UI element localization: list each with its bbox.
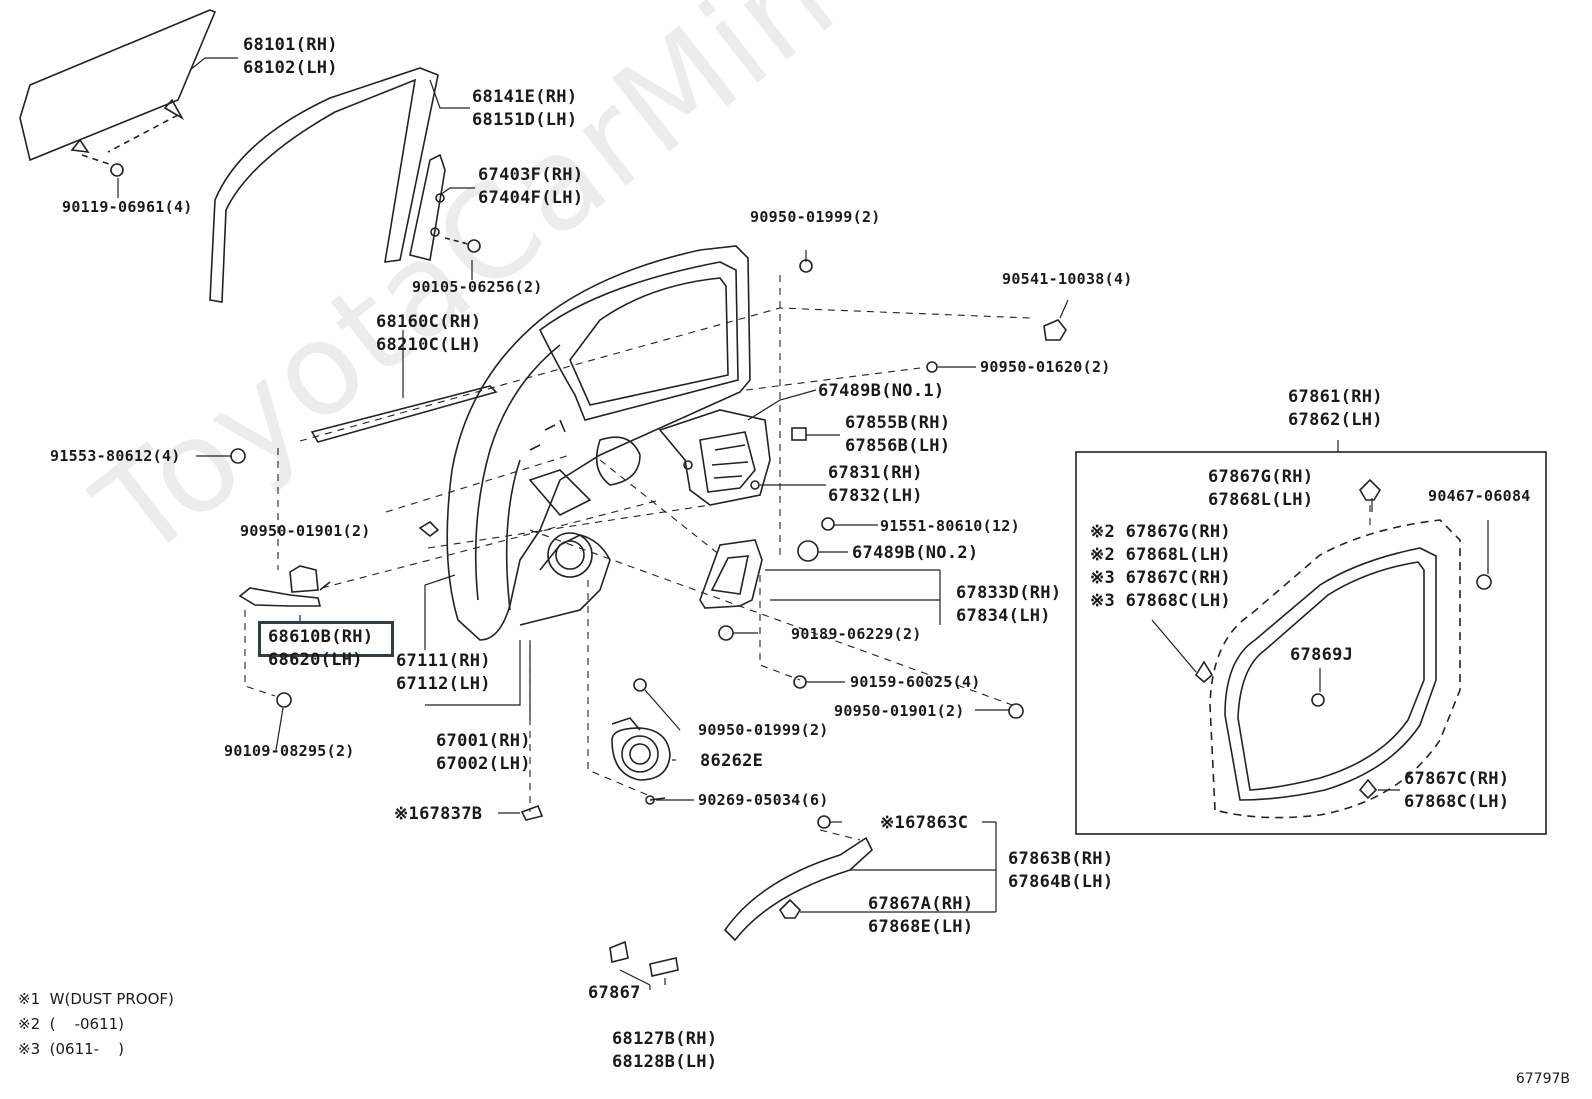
label-67403f: 67403F(RH)67404F(LH) [478, 165, 584, 208]
label-67111: 67111(RH)67112(LH) [396, 651, 491, 694]
label-68141e: 68141E(RH)68151D(LH) [472, 87, 578, 130]
label-90950-01999-bottom: 90950-01999(2) [698, 721, 829, 739]
label-67855b: 67855B(RH)67856B(LH) [845, 413, 951, 456]
label-90950-01620: 90950-01620(2) [980, 358, 1111, 376]
label-68127b: 68127B(RH)68128B(LH) [612, 1029, 718, 1072]
label-90950-01901-right: 90950-01901(2) [834, 702, 965, 720]
label-67001: 67001(RH)67002(LH) [436, 731, 531, 774]
label-67861: 67861(RH)67862(LH) [1288, 387, 1383, 430]
inside-handle [699, 539, 763, 609]
highlight-68610b [258, 621, 394, 657]
label-90189: 90189-06229(2) [791, 625, 922, 643]
bolt-90105 [467, 239, 481, 253]
weatherstrip-box [1075, 451, 1547, 835]
speaker [611, 727, 671, 781]
label-67489b-no2: 67489B(NO.2) [852, 543, 979, 563]
label-67831: 67831(RH)67832(LH) [828, 463, 923, 506]
door-lock [658, 409, 771, 506]
label-90467: 90467-06084 [1428, 487, 1531, 505]
door-check [238, 587, 322, 607]
label-68101: 68101(RH)68102(LH) [243, 35, 338, 78]
label-67867c: 67867C(RH)67868C(LH) [1404, 769, 1510, 812]
footnotes: ※1 W(DUST PROOF)※2 ( -0611)※3 (0611- ) [18, 990, 174, 1058]
label-67489b-no1: 67489B(NO.1) [818, 381, 945, 401]
belt-moulding [310, 385, 498, 443]
label-67837b: ※167837B [394, 804, 483, 824]
label-67869j: 67869J [1290, 645, 1354, 665]
label-67833d: 67833D(RH)67834(LH) [956, 583, 1062, 626]
lower-weatherstrip [723, 836, 873, 942]
label-90269: 90269-05034(6) [698, 791, 829, 809]
label-90105: 90105-06256(2) [412, 278, 543, 296]
label-68610b[interactable]: 68610B(RH)68620(LH) [268, 627, 374, 670]
door-glass [19, 9, 217, 162]
label-67867a: 67867A(RH)67868E(LH) [868, 894, 974, 937]
label-67863c: ※167863C [880, 813, 969, 833]
label-90159: 90159-60025(4) [850, 673, 981, 691]
label-90950-01999-top: 90950-01999(2) [750, 208, 881, 226]
label-variant-list: ※2 67867G(RH)※2 67868L(LH)※3 67867C(RH)※… [1090, 522, 1231, 611]
label-90541: 90541-10038(4) [1002, 270, 1133, 288]
label-90950-01901-left: 90950-01901(2) [240, 522, 371, 540]
door-panel [446, 245, 751, 641]
glass-run [209, 67, 439, 303]
label-68160c: 68160C(RH)68210C(LH) [376, 312, 482, 355]
label-67867g: 67867G(RH)67868L(LH) [1208, 467, 1314, 510]
label-86262e: 86262E [700, 751, 764, 771]
division-bar [409, 153, 446, 261]
label-91551: 91551-80610(12) [880, 517, 1020, 535]
clip-67867a [778, 898, 802, 919]
label-90109: 90109-08295(2) [224, 742, 355, 760]
label-67863b: 67863B(RH)67864B(LH) [1008, 849, 1114, 892]
label-90119: 90119-06961(4) [62, 198, 193, 216]
label-91553: 91553-80612(4) [50, 447, 181, 465]
label-67867: 67867 [588, 983, 641, 1003]
bolt-90119 [110, 163, 124, 177]
bolt-90109 [276, 692, 292, 708]
figure-number: 67797B [1515, 1071, 1570, 1087]
